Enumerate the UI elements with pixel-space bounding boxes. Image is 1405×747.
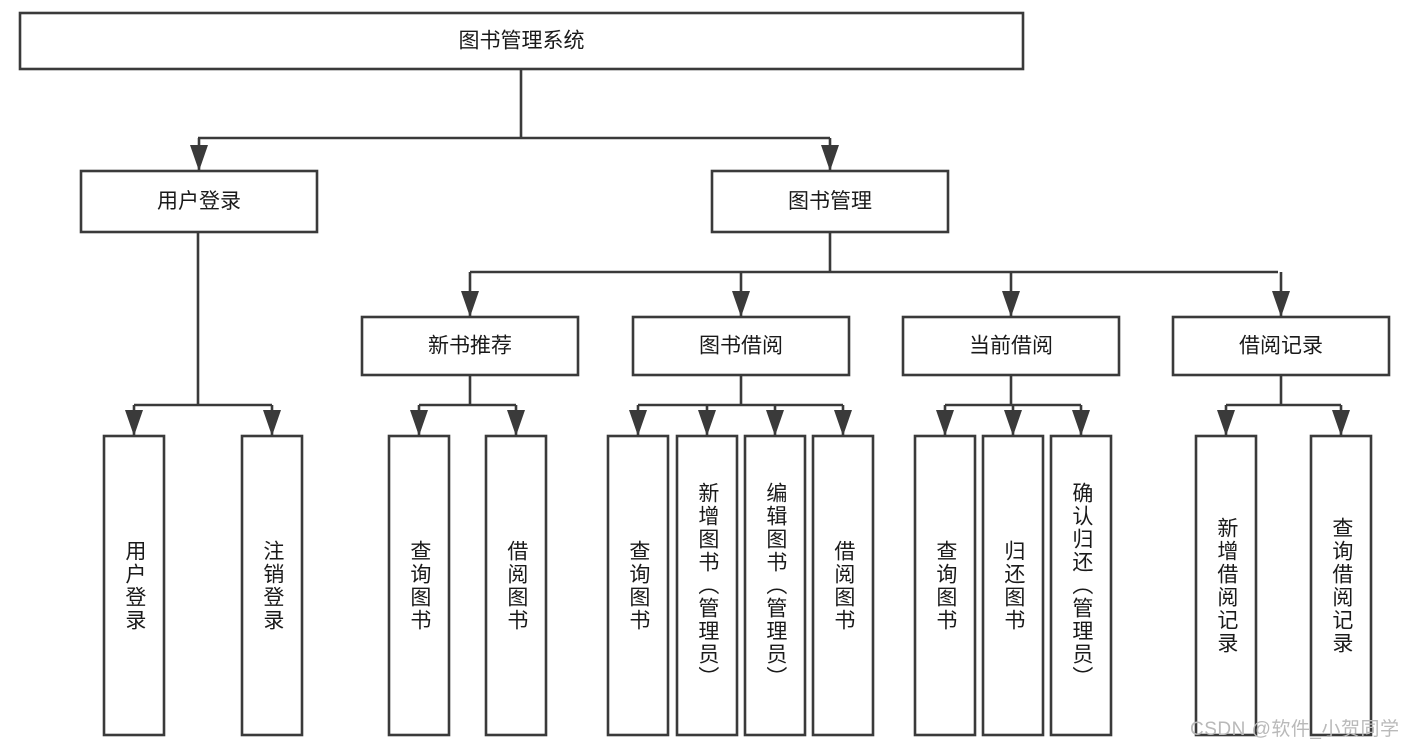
edge-book-borrow-to-leaf-borrow-book xyxy=(834,405,852,436)
connector-bus-user-login xyxy=(134,232,272,407)
csdn-watermark: CSDN @软件_小贺同学 xyxy=(1190,719,1400,740)
connector-bus-new-book xyxy=(419,375,516,407)
node-box-leaf-query-book-borrow[interactable] xyxy=(606,434,670,737)
edge-book-manage-to-new-book-recommend xyxy=(461,272,479,317)
edge-new-book-recommend-to-leaf-borrow-book-recommend xyxy=(507,405,525,436)
node-box-leaf-user-login[interactable] xyxy=(102,434,166,737)
edge-book-manage-to-borrow-record xyxy=(1272,272,1290,317)
edge-book-borrow-to-leaf-add-book-admin xyxy=(698,405,716,436)
node-label-new-book-recommend: 新书推荐 xyxy=(428,335,512,358)
node-box-new-book-recommend[interactable] xyxy=(360,315,580,377)
edge-user-login-to-leaf-logout-login xyxy=(263,405,281,436)
node-label-current-borrow: 当前借阅 xyxy=(969,335,1053,358)
node-label-book-borrow: 图书借阅 xyxy=(699,335,783,358)
connector-bus-book-manage xyxy=(470,232,1278,274)
node-box-leaf-query-book-current[interactable] xyxy=(913,434,977,737)
connectors-layer xyxy=(125,69,1350,436)
edge-new-book-recommend-to-leaf-query-book-recommend xyxy=(410,405,428,436)
node-label-root: 图书管理系统 xyxy=(459,30,585,53)
edge-root-to-user-login xyxy=(190,138,208,171)
node-box-leaf-add-borrow-record[interactable] xyxy=(1194,434,1258,737)
connector-bus-root xyxy=(198,69,830,140)
node-box-leaf-query-book-recommend[interactable] xyxy=(387,434,451,737)
node-box-user-login[interactable] xyxy=(79,169,319,234)
edge-book-borrow-to-leaf-edit-book-admin xyxy=(766,405,784,436)
node-box-leaf-add-book-admin[interactable] xyxy=(675,434,739,737)
connector-bus-borrow-record xyxy=(1226,375,1341,407)
edge-current-borrow-to-leaf-return-book xyxy=(1004,405,1022,436)
connector-bus-current-borrow xyxy=(945,375,1081,407)
edge-borrow-record-to-leaf-add-borrow-record xyxy=(1217,405,1235,436)
node-label-borrow-record: 借阅记录 xyxy=(1239,335,1323,358)
edge-user-login-to-leaf-user-login xyxy=(125,405,143,436)
node-box-leaf-logout-login[interactable] xyxy=(240,434,304,737)
edge-borrow-record-to-leaf-query-borrow-record xyxy=(1332,405,1350,436)
node-box-leaf-borrow-book[interactable] xyxy=(811,434,875,737)
node-box-current-borrow[interactable] xyxy=(901,315,1121,377)
node-box-leaf-return-book[interactable] xyxy=(981,434,1045,737)
node-box-borrow-record[interactable] xyxy=(1171,315,1391,377)
edge-current-borrow-to-leaf-query-book-current xyxy=(936,405,954,436)
node-box-root[interactable] xyxy=(18,11,1025,71)
node-box-book-manage[interactable] xyxy=(710,169,950,234)
edge-book-manage-to-book-borrow xyxy=(732,272,750,317)
node-label-book-manage: 图书管理 xyxy=(788,190,872,213)
node-box-leaf-edit-book-admin[interactable] xyxy=(743,434,807,737)
node-box-leaf-confirm-return-admin[interactable] xyxy=(1049,434,1113,737)
edge-current-borrow-to-leaf-confirm-return-admin xyxy=(1072,405,1090,436)
edge-book-borrow-to-leaf-query-book-borrow xyxy=(629,405,647,436)
node-box-leaf-query-borrow-record[interactable] xyxy=(1309,434,1373,737)
connector-bus-book-borrow xyxy=(638,375,843,407)
edge-root-to-book-manage xyxy=(821,138,839,171)
edge-book-manage-to-current-borrow xyxy=(1002,272,1020,317)
node-box-book-borrow[interactable] xyxy=(631,315,851,377)
boxes-layer xyxy=(18,11,1391,737)
node-box-leaf-borrow-book-recommend[interactable] xyxy=(484,434,548,737)
node-label-user-login: 用户登录 xyxy=(157,190,241,213)
